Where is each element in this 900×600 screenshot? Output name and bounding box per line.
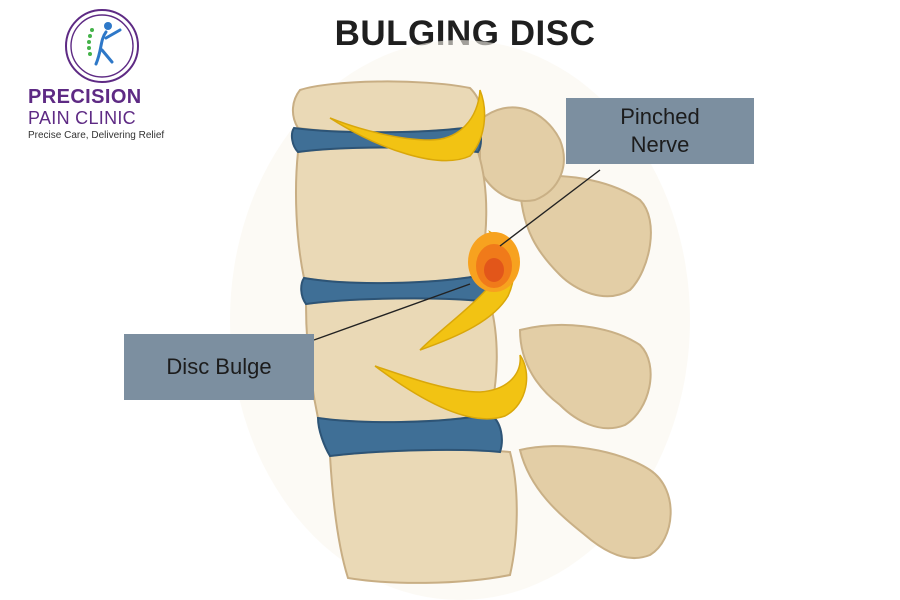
logo-tagline: Precise Care, Delivering Relief: [28, 130, 165, 141]
disc-bulge-text: Disc Bulge: [166, 354, 272, 379]
disc-bulge-label: Disc Bulge: [124, 334, 314, 400]
disc-bulge-highlight: [468, 232, 520, 292]
pinched-nerve-text: Pinched Nerve: [620, 104, 700, 157]
logo-line-1: PRECISION: [28, 86, 142, 108]
nerve-leader-line: [499, 169, 601, 247]
spine-figure-icon: [65, 9, 139, 83]
logo-line-2: PAIN CLINIC: [28, 108, 136, 128]
clinic-logo: PRECISION PAIN CLINIC Precise Care, Deli…: [28, 6, 178, 146]
pinched-nerve-label: Pinched Nerve: [566, 98, 754, 164]
bulge-leader-line: [313, 283, 471, 341]
